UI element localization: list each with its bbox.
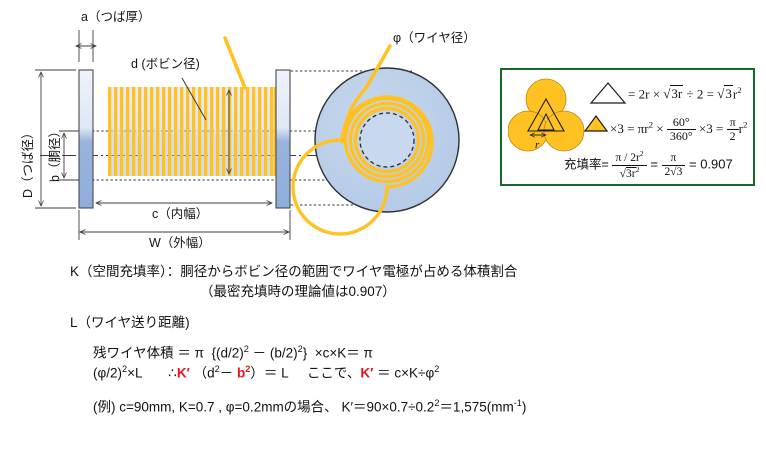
formula-line-3: 充填率= π / 2r2 √3r2 = π 2√3 = 0.907 [564, 149, 733, 180]
l-volume-equation-line: 残ワイヤ体積 ＝ π {(d/2)2 － (b/2)2} ×c×K＝ π [93, 343, 373, 361]
label-d: d (ボビン径) [131, 57, 200, 71]
right-flange [275, 69, 291, 209]
label-W: W（外幅） [149, 236, 211, 250]
coil-leader-wire [223, 36, 247, 90]
label-c: c（内幅） [152, 207, 209, 221]
left-flange [78, 69, 94, 209]
coil-winding [108, 87, 278, 176]
dimension-a [76, 30, 96, 62]
label-b: b（胴径） [48, 125, 62, 182]
l-definition-line: L（ワイヤ送り距離) [70, 315, 190, 331]
formula-line-1: = 2r × √3r ÷ 2 = √3r2 [628, 85, 742, 102]
hex-packing-illustration: r [508, 78, 585, 152]
label-D: D（つば径） [21, 126, 35, 198]
explanation-text-block: K（空間充填率）：胴径からボビン径の範囲でワイヤ電極が占める体積割合 （最密充填… [0, 258, 766, 417]
dimension-D [35, 69, 76, 209]
dimension-d [181, 77, 229, 174]
k-definition-line: K（空間充填率）：胴径からボビン径の範囲でワイヤ電極が占める体積割合 [70, 264, 518, 279]
k-theoretical-value-line: （最密充填時の理論値は0.907） [200, 283, 396, 299]
label-a: a（つば厚） [81, 10, 151, 24]
label-phi: φ（ワイヤ径） [393, 31, 476, 45]
example-line: (例) c=90mm, K=0.7 , φ=0.2mmの場合、 K′＝90×0.… [93, 397, 527, 415]
radius-label: r [535, 139, 540, 151]
dimension-W [78, 210, 291, 240]
yellow-triangle-icon [583, 114, 609, 132]
l-wire-feed-equation-line: (φ/2)2×L ∴K′ （d2－ b2）＝ L ここで、K′ ＝ c×K÷φ2 [93, 363, 440, 381]
round-view [291, 44, 460, 236]
white-triangle-icon [589, 82, 627, 104]
packing-ratio-formula-box: r = 2r × √3r ÷ 2 = √3r2 ×3 = πr2 × 60°36… [500, 68, 755, 186]
dimension-b [59, 130, 79, 181]
